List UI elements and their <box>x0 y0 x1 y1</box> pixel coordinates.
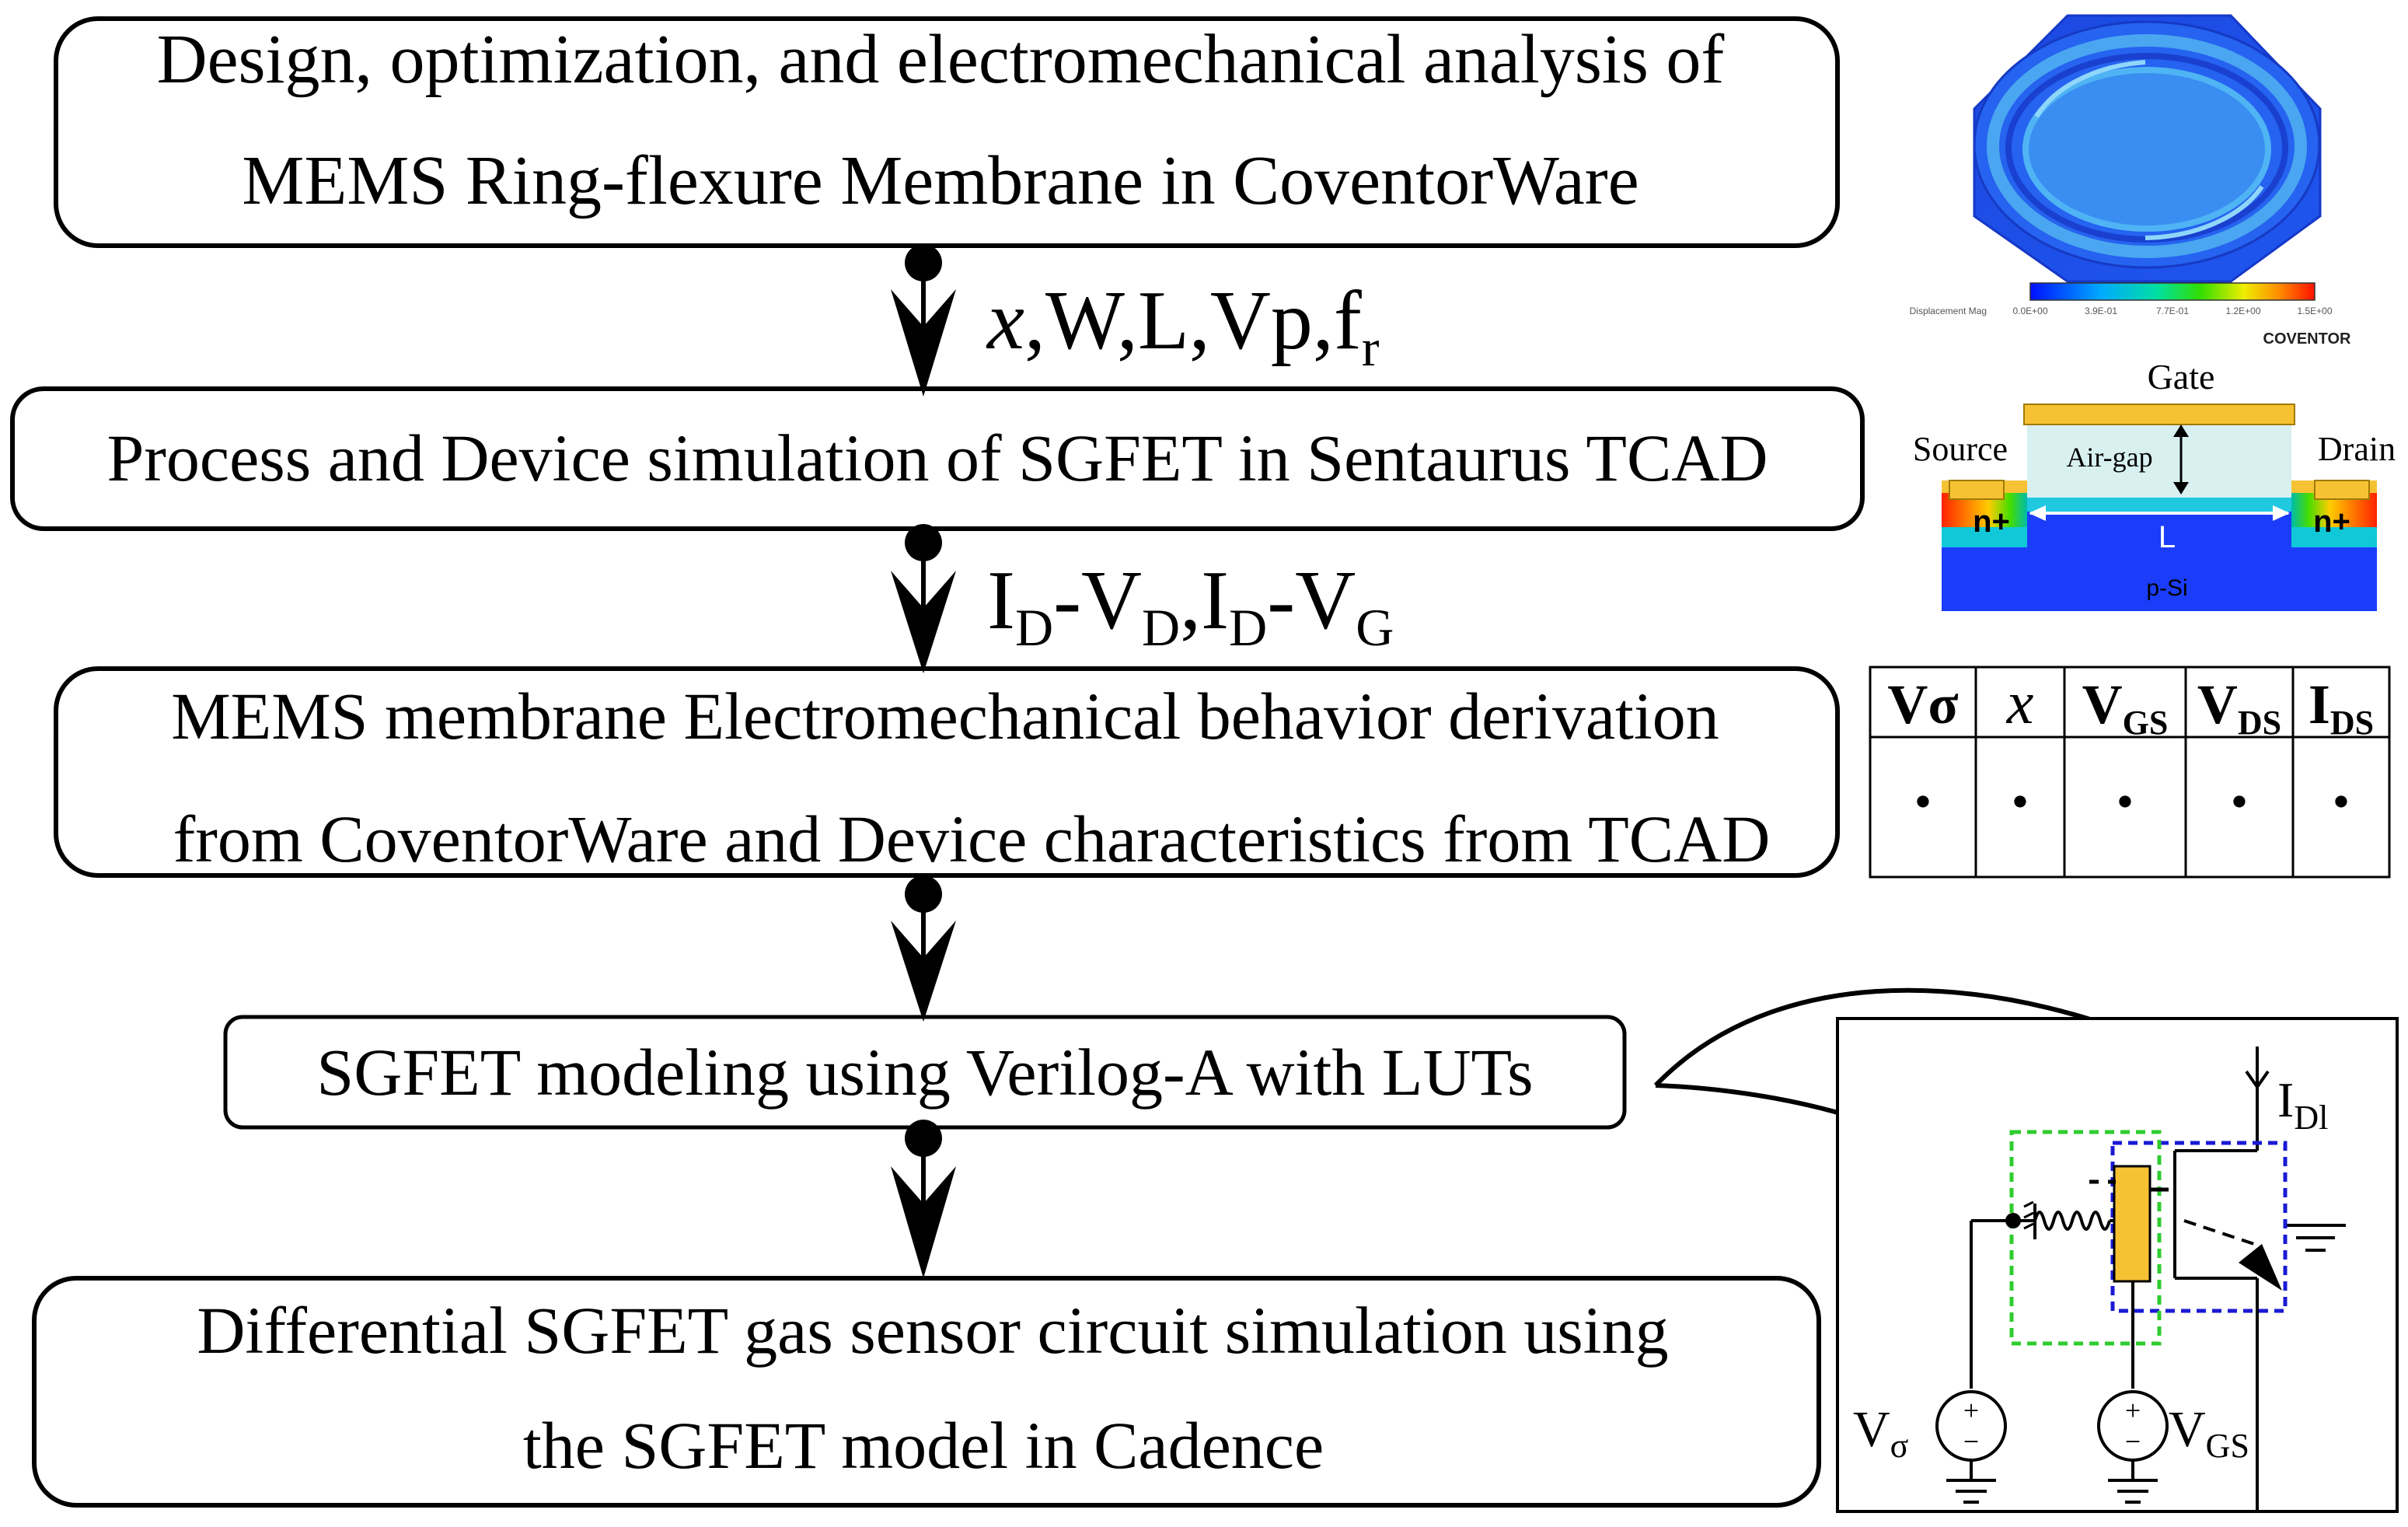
table-header-vds: VDS <box>2197 673 2281 742</box>
displacement-colorbar <box>2029 282 2316 301</box>
colorbar-tick-1: 3.9E-01 <box>2085 306 2117 316</box>
box4-line1: SGFET modeling using Verilog-A with LUTs <box>316 1035 1533 1109</box>
n-plus-right-label: n+ <box>2313 505 2350 539</box>
colorbar-label: Displacement Mag <box>1910 306 1987 316</box>
table-cell-0: • <box>1914 774 1932 829</box>
table-cell-3: • <box>2231 774 2248 829</box>
vgs-label: VGS <box>2169 1401 2249 1465</box>
coventor-membrane-render: Displacement Mag 0.0E+00 3.9E-01 7.7E-01… <box>1910 14 2352 348</box>
table-cell-2: • <box>2117 774 2134 829</box>
colorbar-tick-2: 7.7E-01 <box>2156 306 2189 316</box>
gate-label: Gate <box>2148 357 2215 397</box>
box2-line1: Process and Device simulation of SGFET i… <box>106 421 1768 495</box>
length-label: L <box>2158 520 2176 554</box>
vgs-plus: + <box>2125 1395 2141 1426</box>
vsigma-plus: + <box>1963 1395 1979 1426</box>
air-gap-region <box>2027 420 2291 498</box>
box3-line1: MEMS membrane Electromechanical behavior… <box>171 679 1719 753</box>
colorbar-tick-3: 1.2E+00 <box>2225 306 2260 316</box>
vsigma-label: Vσ <box>1853 1401 1909 1465</box>
table-header-x: x <box>2006 669 2034 736</box>
vgs-minus: − <box>2125 1426 2141 1457</box>
flow-arrow-1 <box>891 244 956 397</box>
flow-box-3: MEMS membrane Electromechanical behavior… <box>54 666 1840 878</box>
sgfet-circuit: IDl + − Vσ <box>1836 1017 2399 1513</box>
flow-arrow-3 <box>891 875 956 1022</box>
table-header-vgs: VGS <box>2082 673 2169 742</box>
mems-dashed-box <box>2009 1130 2162 1346</box>
box1-line2: MEMS Ring-flexure Membrane in CoventorWa… <box>242 142 1638 219</box>
box5-line2: the SGFET model in Cadence <box>523 1408 1324 1483</box>
colorbar-tick-4: 1.5E+00 <box>2297 306 2332 316</box>
gate-electrode <box>2023 404 2295 425</box>
colorbar-tick-0: 0.0E+00 <box>2012 306 2047 316</box>
mosfet-dashed-box <box>2110 1141 2288 1313</box>
flow-box-4: SGFET modeling using Verilog-A with LUTs <box>223 1015 1627 1130</box>
vsigma-minus: − <box>1963 1426 1979 1457</box>
drain-current-label: IDl <box>2277 1072 2328 1137</box>
lut-table: Vσ x VGS VDS IDS • • • • • <box>1869 666 2391 879</box>
n-plus-left-label: n+ <box>1973 505 2010 539</box>
box3-line2: from CoventorWare and Device characteris… <box>173 802 1771 876</box>
source-contact <box>1949 480 2005 500</box>
coventor-brand: COVENTOR <box>2263 330 2352 348</box>
flow-arrow-4 <box>891 1120 956 1278</box>
flow-box-5: Differential SGFET gas sensor circuit si… <box>32 1276 1821 1508</box>
membrane-ring <box>2022 67 2271 232</box>
tcad-cross-section: Gate Source Drain Air-gap L n+ n+ p-Si <box>1913 357 2396 611</box>
table-header-vsigma: Vσ <box>1887 673 1958 736</box>
drain-contact <box>2314 480 2370 500</box>
drain-label: Drain <box>2318 430 2396 468</box>
table-header-ids: IDS <box>2309 673 2374 742</box>
arrow1-label: x,W,L,Vp,fr <box>986 274 1380 377</box>
table-cell-1: • <box>2012 774 2029 829</box>
spring-icon <box>2033 1211 2111 1231</box>
box5-line1: Differential SGFET gas sensor circuit si… <box>197 1293 1668 1368</box>
suspended-gate <box>2113 1165 2151 1283</box>
arrow2-label: ID-VD,ID-VG <box>987 554 1394 657</box>
table-cell-4: • <box>2333 774 2350 829</box>
box1-line1: Design, optimization, and electromechani… <box>157 21 1725 98</box>
flow-box-1: Design, optimization, and electromechani… <box>54 16 1840 248</box>
flow-arrow-2 <box>891 524 956 673</box>
substrate-label: p-Si <box>2146 575 2187 601</box>
flow-box-2: Process and Device simulation of SGFET i… <box>10 386 1865 531</box>
source-label: Source <box>1913 430 2008 468</box>
airgap-label: Air-gap <box>2066 442 2152 473</box>
